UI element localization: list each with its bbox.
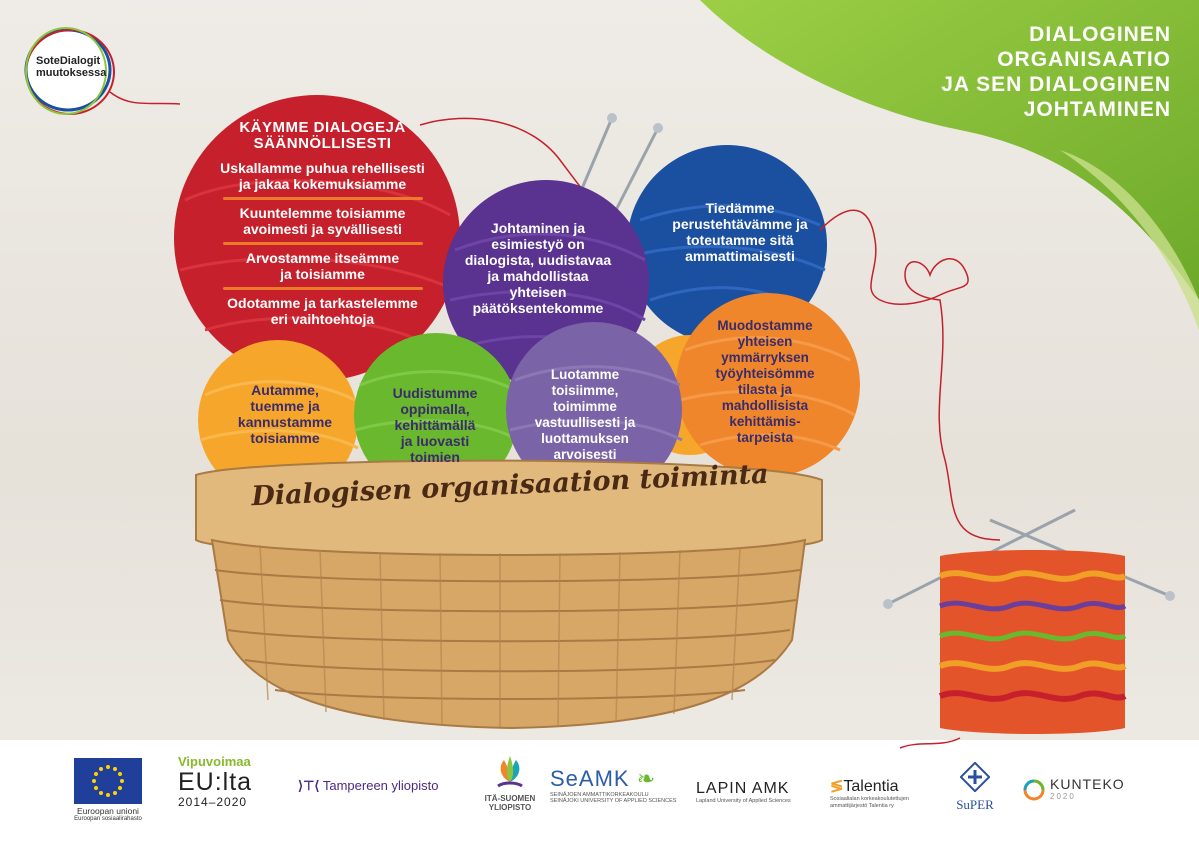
lavender-yarn-ball — [506, 322, 682, 498]
sotedialogit-logo: SoteDialogit muutoksessa — [20, 22, 181, 122]
tampere-logo: ⟩⊤⟨ Tampereen yliopisto — [298, 778, 458, 794]
vipuvoimaa-eu-text: EU:lta — [178, 768, 253, 796]
seamk-sub: SEINÄJOKI UNIVERSITY OF APPLIED SCIENCES — [550, 798, 677, 804]
eu-sub: Euroopan sosiaalirahasto — [74, 816, 142, 822]
logo-text: SoteDialogit — [36, 55, 101, 67]
knitting-piece — [883, 508, 1175, 749]
eu-flag-icon — [74, 758, 142, 804]
seamk-leaf-icon: ❧ — [629, 766, 657, 791]
separator — [222, 242, 423, 245]
super-logo: SuPER — [950, 761, 1000, 813]
talentia-text: ≶Talentia — [830, 778, 899, 795]
title-line: DIALOGINEN — [1029, 23, 1171, 46]
red-yarn-ball — [174, 95, 460, 381]
eu-logo: Euroopan unioni Euroopan sosiaalirahasto — [70, 758, 146, 822]
heart-thread — [819, 209, 1001, 541]
seamk-sub: SEINÄJOEN AMMATTIKORKEAKOULU — [550, 792, 649, 798]
kunteko-logo: KUNTEKO 2020 — [1022, 776, 1132, 801]
kunteko-ring-icon — [1023, 779, 1045, 801]
separator — [222, 197, 423, 200]
talentia-logo: ≶Talentia Sosiaalialan korkeakoulutettuj… — [830, 776, 930, 810]
kunteko-year: 2020 — [1050, 792, 1076, 801]
vipuvoimaa-logo: Vipuvoimaa EU:lta 2014–2020 — [178, 754, 273, 809]
ita-suomen-leaf-icon — [497, 756, 523, 788]
vipuvoimaa-years: 2014–2020 — [178, 795, 248, 809]
knitting-needle — [613, 127, 660, 213]
tampere-text: Tampereen yliopisto — [322, 778, 439, 793]
talentia-mark-icon: ≶ — [830, 778, 844, 795]
eu-name: Euroopan unioni — [77, 806, 139, 816]
footer-background — [0, 740, 1199, 848]
super-text: SuPER — [956, 797, 994, 812]
red-ball-text: KÄYMME DIALOGEJA SÄÄNNÖLLISESTI Uskallam… — [190, 120, 455, 332]
lapin-sub: Lapland University of Applied Sciences — [696, 798, 791, 804]
lapin-text: LAPIN AMK — [696, 780, 790, 797]
talentia-sub: ammattijärjestö Talentia ry — [830, 803, 894, 809]
ita-suomen-logo: ITÄ-SUOMEN YLIOPISTO — [470, 752, 550, 812]
tampere-mark-icon: ⟩⊤⟨ — [298, 778, 320, 793]
partner-logos: Euroopan unioni Euroopan sosiaalirahasto… — [0, 752, 1199, 832]
red-ball-heading: KÄYMME DIALOGEJA SÄÄNNÖLLISESTI — [239, 119, 406, 152]
separator — [222, 287, 423, 290]
logo-text: muutoksessa — [36, 67, 107, 79]
title-line: ORGANISAATIO — [997, 48, 1171, 71]
lapin-amk-logo: LAPIN AMK Lapland University of Applied … — [696, 780, 811, 804]
seamk-logo: SeAMK ❧ SEINÄJOEN AMMATTIKORKEAKOULU SEI… — [550, 766, 680, 804]
talentia-sub: Sosiaalialan korkeakoulutettujen — [830, 796, 909, 802]
kunteko-text: KUNTEKO — [1050, 776, 1125, 792]
ita-suomen-text: YLIOPISTO — [488, 803, 532, 812]
vipuvoimaa-text: Vipuvoimaa — [178, 754, 251, 769]
yellow-yarn-ball — [198, 340, 358, 500]
seamk-text: SeAMK ❧ — [550, 766, 657, 791]
title-line: JOHTAMINEN — [1023, 98, 1171, 121]
super-emblem-icon — [959, 761, 991, 793]
wicker-basket — [195, 459, 823, 730]
sotedialogit-rings-icon — [24, 27, 181, 115]
ita-suomen-text: ITÄ-SUOMEN — [484, 794, 536, 803]
poster-title: DIALOGINEN ORGANISAATIO JA SEN DIALOGINE… — [941, 22, 1171, 122]
title-line: JA SEN DIALOGINEN — [941, 73, 1171, 96]
